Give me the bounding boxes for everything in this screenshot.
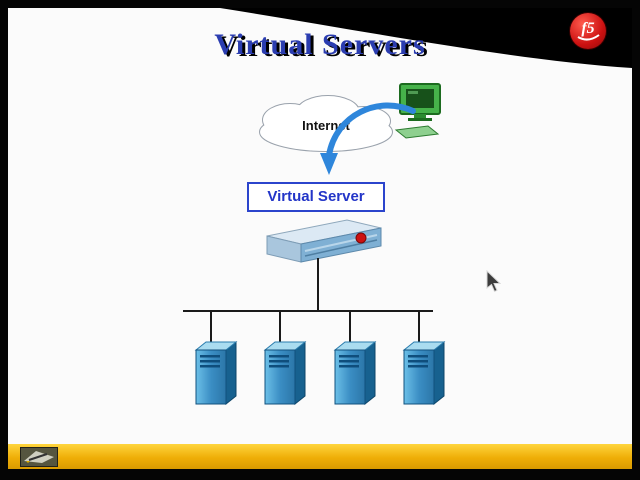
server-icon xyxy=(264,341,306,405)
page-title: Virtual Servers xyxy=(214,28,426,61)
server-drop-line xyxy=(418,310,420,342)
network-line-horizontal xyxy=(183,310,433,312)
annotation-tool-button[interactable] xyxy=(20,447,58,467)
virtual-server-box: Virtual Server xyxy=(247,182,385,212)
client-computer-icon xyxy=(394,83,441,139)
server-icon xyxy=(403,341,445,405)
slide-canvas: Virtual Servers f5 Internet xyxy=(8,8,632,444)
network-line-vertical xyxy=(317,258,319,312)
server-icon xyxy=(195,341,237,405)
server-drop-line xyxy=(210,310,212,342)
server-drop-line xyxy=(349,310,351,342)
pencil-icon xyxy=(24,451,54,463)
f5-logo-icon: f5 xyxy=(570,13,606,49)
virtual-server-label: Virtual Server xyxy=(267,188,365,205)
bottom-bar xyxy=(8,444,632,469)
f5-logo-swoosh-icon xyxy=(577,34,600,41)
slide-swoosh-decoration xyxy=(220,8,632,68)
internet-cloud-icon xyxy=(259,95,393,152)
server-icon xyxy=(334,341,376,405)
bigip-appliance-icon xyxy=(266,219,382,263)
traffic-arrow-icon xyxy=(320,102,416,175)
server-drop-line xyxy=(279,310,281,342)
mouse-cursor-icon xyxy=(486,270,501,293)
f5-logo-text: f5 xyxy=(581,20,595,37)
